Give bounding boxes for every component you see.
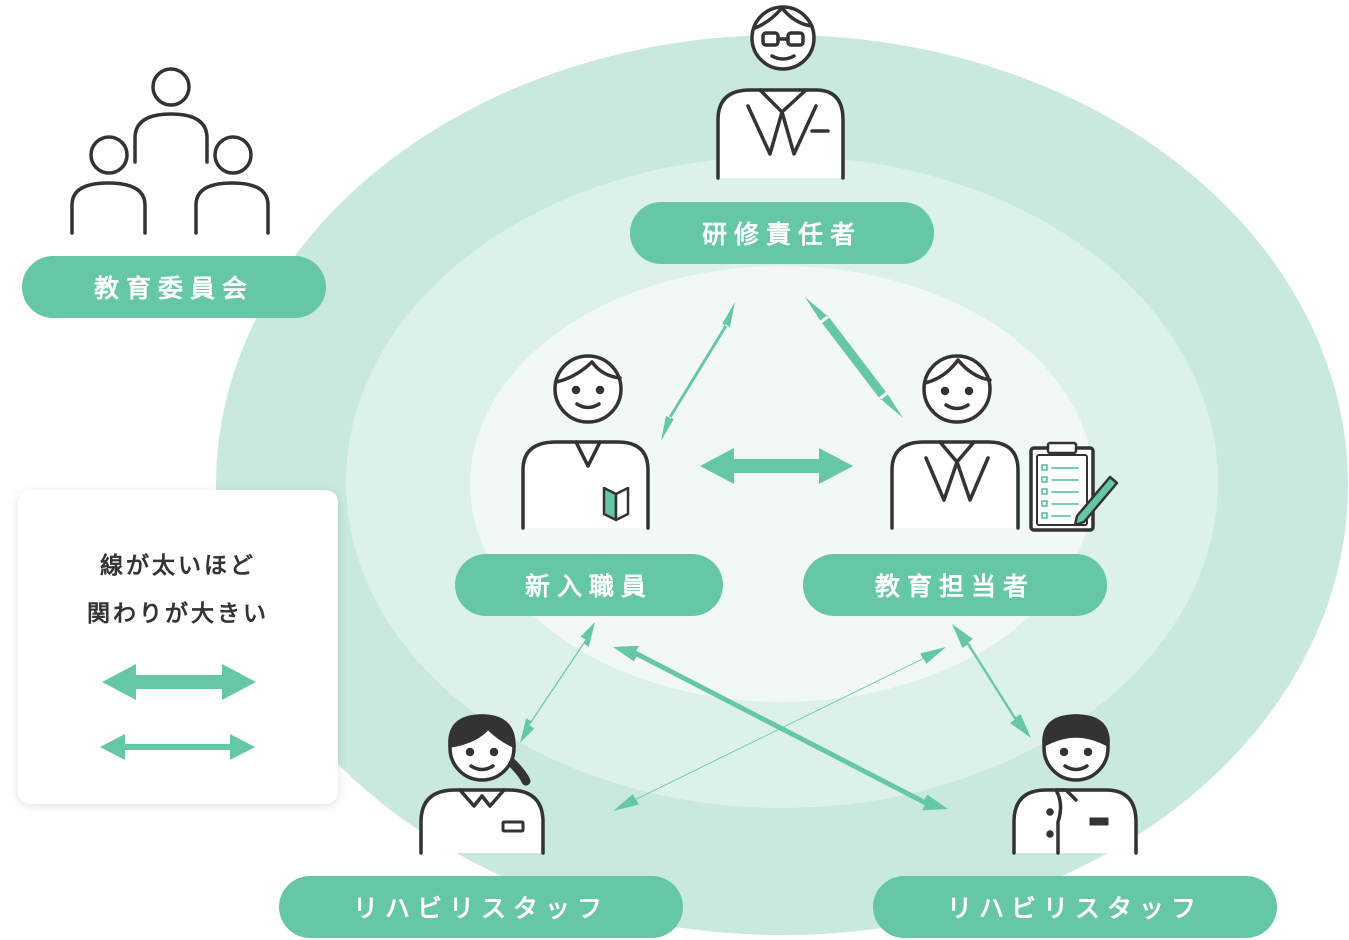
person-with-glasses-icon (716, 5, 845, 180)
arrow-newstaff-rehab-left (520, 622, 595, 743)
arrow-newstaff-educator (700, 448, 853, 484)
legend-thin-arrow-shape (100, 734, 255, 760)
person-with-clipboard-icon (890, 354, 1119, 532)
training-lead-label: 研修責任者 (630, 202, 934, 264)
legend-arrows (100, 664, 256, 760)
beginner-person-icon (521, 354, 650, 530)
arrow-newstaff-rehab-right (613, 645, 948, 811)
legend-thick-arrow-shape (102, 664, 256, 700)
legend-text-line2: 関わりが大きい (87, 601, 269, 627)
arrow-lead-educator (805, 297, 903, 418)
new-staff-label: 新入職員 (455, 554, 723, 616)
legend-text-line1: 線が太いほど (100, 553, 256, 579)
arrow-educator-rehab-right (952, 624, 1031, 738)
arrow-educator-rehab-left (613, 647, 946, 811)
legend-card: 線が太いほど 関わりが大きい (18, 490, 338, 804)
rehab-staff-right-label: リハビリスタッフ (873, 876, 1277, 938)
group-of-people-icon (70, 67, 270, 235)
male-staff-icon (1012, 714, 1138, 855)
relation-arrows (520, 297, 1031, 811)
educator-label: 教育担当者 (803, 554, 1107, 616)
female-staff-icon (419, 714, 545, 855)
rehab-staff-left-label: リハビリスタッフ (279, 876, 683, 938)
arrow-lead-newstaff (661, 302, 735, 441)
committee-label: 教育委員会 (22, 256, 326, 318)
